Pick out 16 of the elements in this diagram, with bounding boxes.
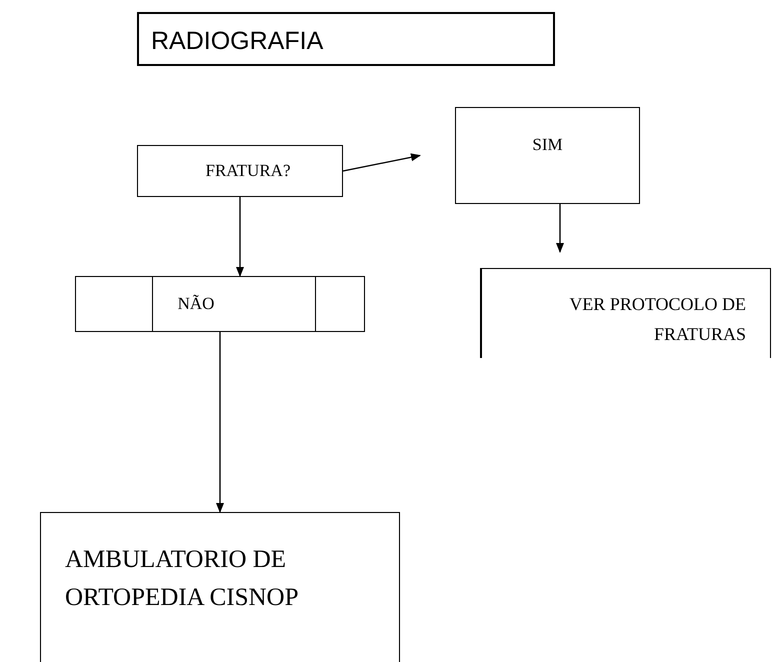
node-label: SIM	[532, 134, 563, 156]
process-box	[137, 145, 343, 197]
arrow	[342, 153, 421, 172]
node-label: FRATURA?	[205, 160, 290, 182]
process-box	[455, 107, 640, 204]
arrow	[216, 332, 224, 513]
predefined-process-box	[75, 276, 365, 332]
process-box	[137, 12, 555, 66]
node-label: VER PROTOCOLO DE FRATURAS	[568, 293, 746, 346]
arrow	[556, 204, 564, 253]
node-label: AMBULATORIO DE ORTOPEDIA CISNOP	[65, 545, 300, 613]
arrow	[236, 197, 244, 277]
node-label: NÃO	[178, 293, 214, 316]
process-box	[480, 268, 771, 358]
node-label: RADIOGRAFIA	[151, 26, 324, 56]
process-box	[40, 512, 400, 662]
